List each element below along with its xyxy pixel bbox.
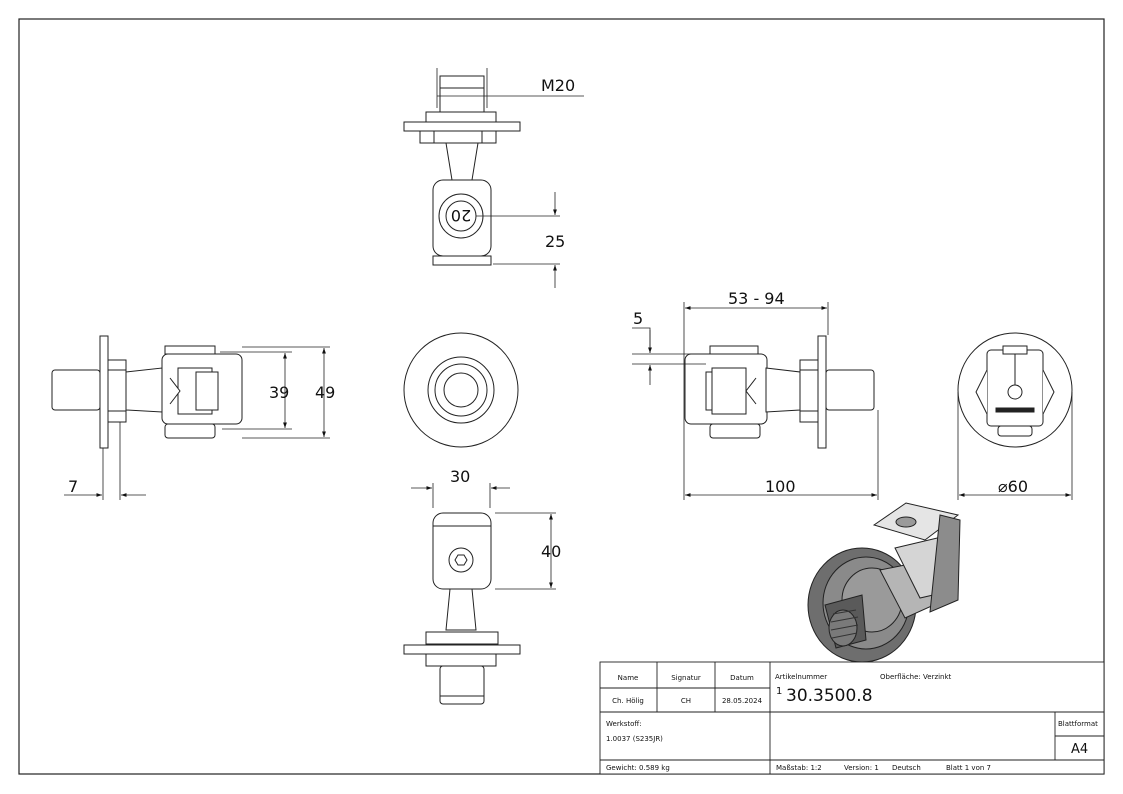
dim-25: 25 xyxy=(545,232,565,251)
right-dimensions xyxy=(632,302,879,500)
tb-article-number: 30.3500.8 xyxy=(786,686,873,706)
tb-signatur: CH xyxy=(681,697,691,705)
dim-30: 30 xyxy=(450,467,470,486)
isometric-view xyxy=(807,502,961,663)
tb-version: Version: 1 xyxy=(844,764,879,772)
tb-blattformat-header: Blattformat xyxy=(1058,720,1098,728)
far-right-dimensions xyxy=(957,392,1073,500)
bottom-view xyxy=(403,512,521,705)
dim-100: 100 xyxy=(765,477,796,496)
bottom-dimensions xyxy=(411,483,556,590)
dim-49: 49 xyxy=(315,383,335,402)
thread-label: M20 xyxy=(541,76,575,95)
tb-name-header: Name xyxy=(618,674,639,682)
right-view xyxy=(684,335,875,449)
center-round-view xyxy=(403,332,519,448)
tb-datum-header: Datum xyxy=(730,674,754,682)
tb-name: Ch. Hölig xyxy=(612,697,644,705)
tb-signatur-header: Signatur xyxy=(671,674,701,682)
tb-revision: 1 xyxy=(776,686,782,697)
dim-53-94: 53 - 94 xyxy=(728,289,785,308)
top-engraving: 20 xyxy=(451,206,471,225)
dim-39: 39 xyxy=(269,383,289,402)
dim-7: 7 xyxy=(68,477,78,496)
tb-massstab: Maßstab: 1:2 xyxy=(776,764,822,772)
sheet-border xyxy=(18,18,1105,775)
tb-blatt: Blatt 1 von 7 xyxy=(946,764,991,772)
dim-5: 5 xyxy=(633,309,643,328)
tb-sprache: Deutsch xyxy=(892,764,921,772)
far-right-round-view xyxy=(957,332,1073,448)
top-view xyxy=(403,75,521,266)
tb-werkstoff: 1.0037 (S235JR) xyxy=(606,735,663,743)
dim-40: 40 xyxy=(541,542,561,561)
tb-format: A4 xyxy=(1071,742,1088,757)
title-block xyxy=(599,661,1105,775)
tb-werkstoff-header: Werkstoff: xyxy=(606,720,642,728)
tb-artikelnummer-header: Artikelnummer xyxy=(775,673,827,681)
dim-diameter: ⌀60 xyxy=(998,477,1028,496)
tb-datum: 28.05.2024 xyxy=(722,697,763,705)
tb-oberflaeche: Oberfläche: Verzinkt xyxy=(880,673,952,681)
left-dimensions xyxy=(64,346,330,500)
top-dimensions xyxy=(436,68,584,288)
left-view xyxy=(51,335,243,449)
tb-gewicht: Gewicht: 0.589 kg xyxy=(606,764,670,772)
